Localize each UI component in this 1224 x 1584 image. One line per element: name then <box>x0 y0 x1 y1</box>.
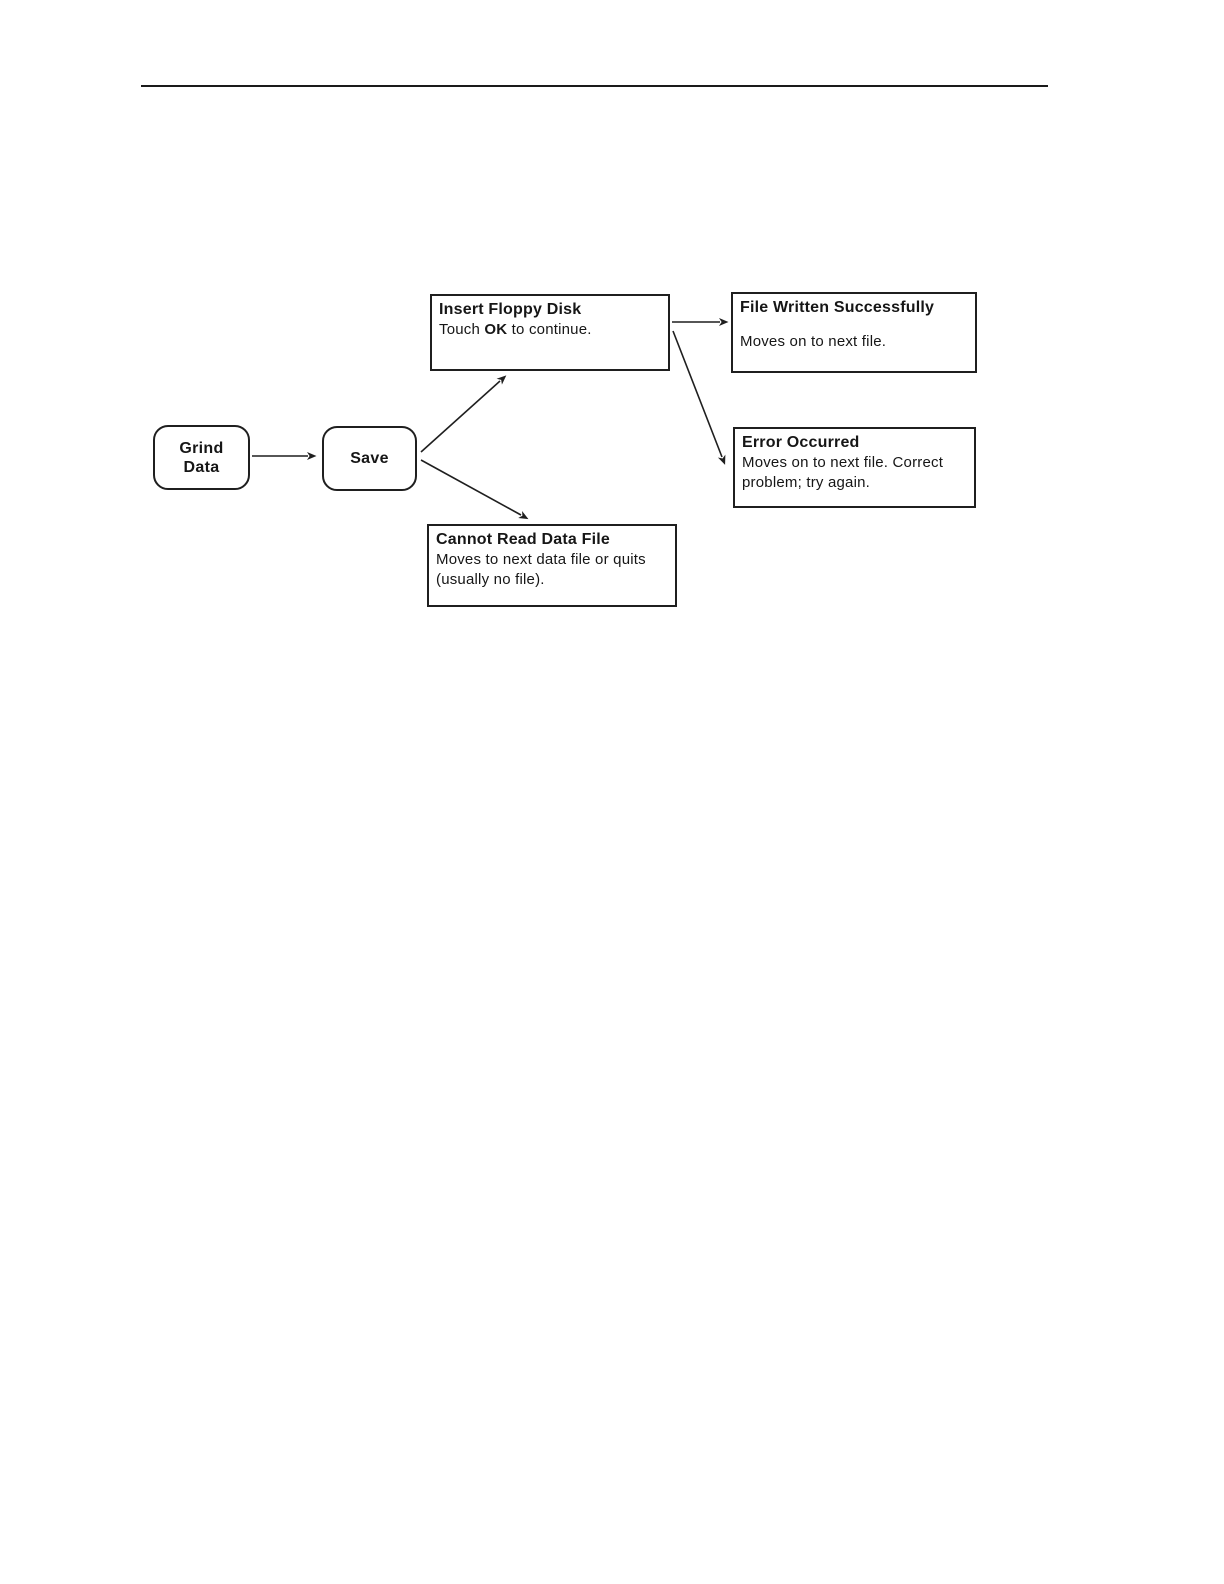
node-insert-floppy-disk-title: Insert Floppy Disk <box>439 301 582 318</box>
node-cannot-read-data-file: Cannot Read Data File Moves to next data… <box>427 524 677 607</box>
edge-insert-to-error <box>672 330 726 465</box>
node-save: Save <box>322 426 417 491</box>
node-file-written-successfully: File Written Successfully Moves on to ne… <box>731 292 977 373</box>
body-text-suffix: to continue. <box>507 321 592 338</box>
node-insert-floppy-disk: Insert Floppy Disk Touch OK to continue. <box>430 294 670 371</box>
edge-save-to-insert-floppy <box>420 375 507 453</box>
node-file-written-title: File Written Successfully <box>740 299 935 316</box>
node-grind-data-label: Grind Data <box>179 439 224 476</box>
node-cannot-read-body: Moves to next data file or quits (usuall… <box>436 551 646 588</box>
node-insert-floppy-disk-body: Touch OK to continue. <box>439 320 661 340</box>
edge-save-to-cannot-read <box>420 459 529 520</box>
body-text-bold-ok: OK <box>484 321 508 338</box>
node-error-occurred-body: Moves on to next file. Correct problem; … <box>742 454 944 491</box>
node-error-occurred: Error Occurred Moves on to next file. Co… <box>733 427 976 508</box>
node-save-label: Save <box>350 450 389 467</box>
body-text-prefix: Touch <box>439 321 485 338</box>
node-grind-data: Grind Data <box>153 425 250 490</box>
node-file-written-body: Moves on to next file. <box>740 333 887 350</box>
node-error-occurred-title: Error Occurred <box>742 434 860 451</box>
node-cannot-read-title: Cannot Read Data File <box>436 531 611 548</box>
header-rule <box>141 85 1048 87</box>
